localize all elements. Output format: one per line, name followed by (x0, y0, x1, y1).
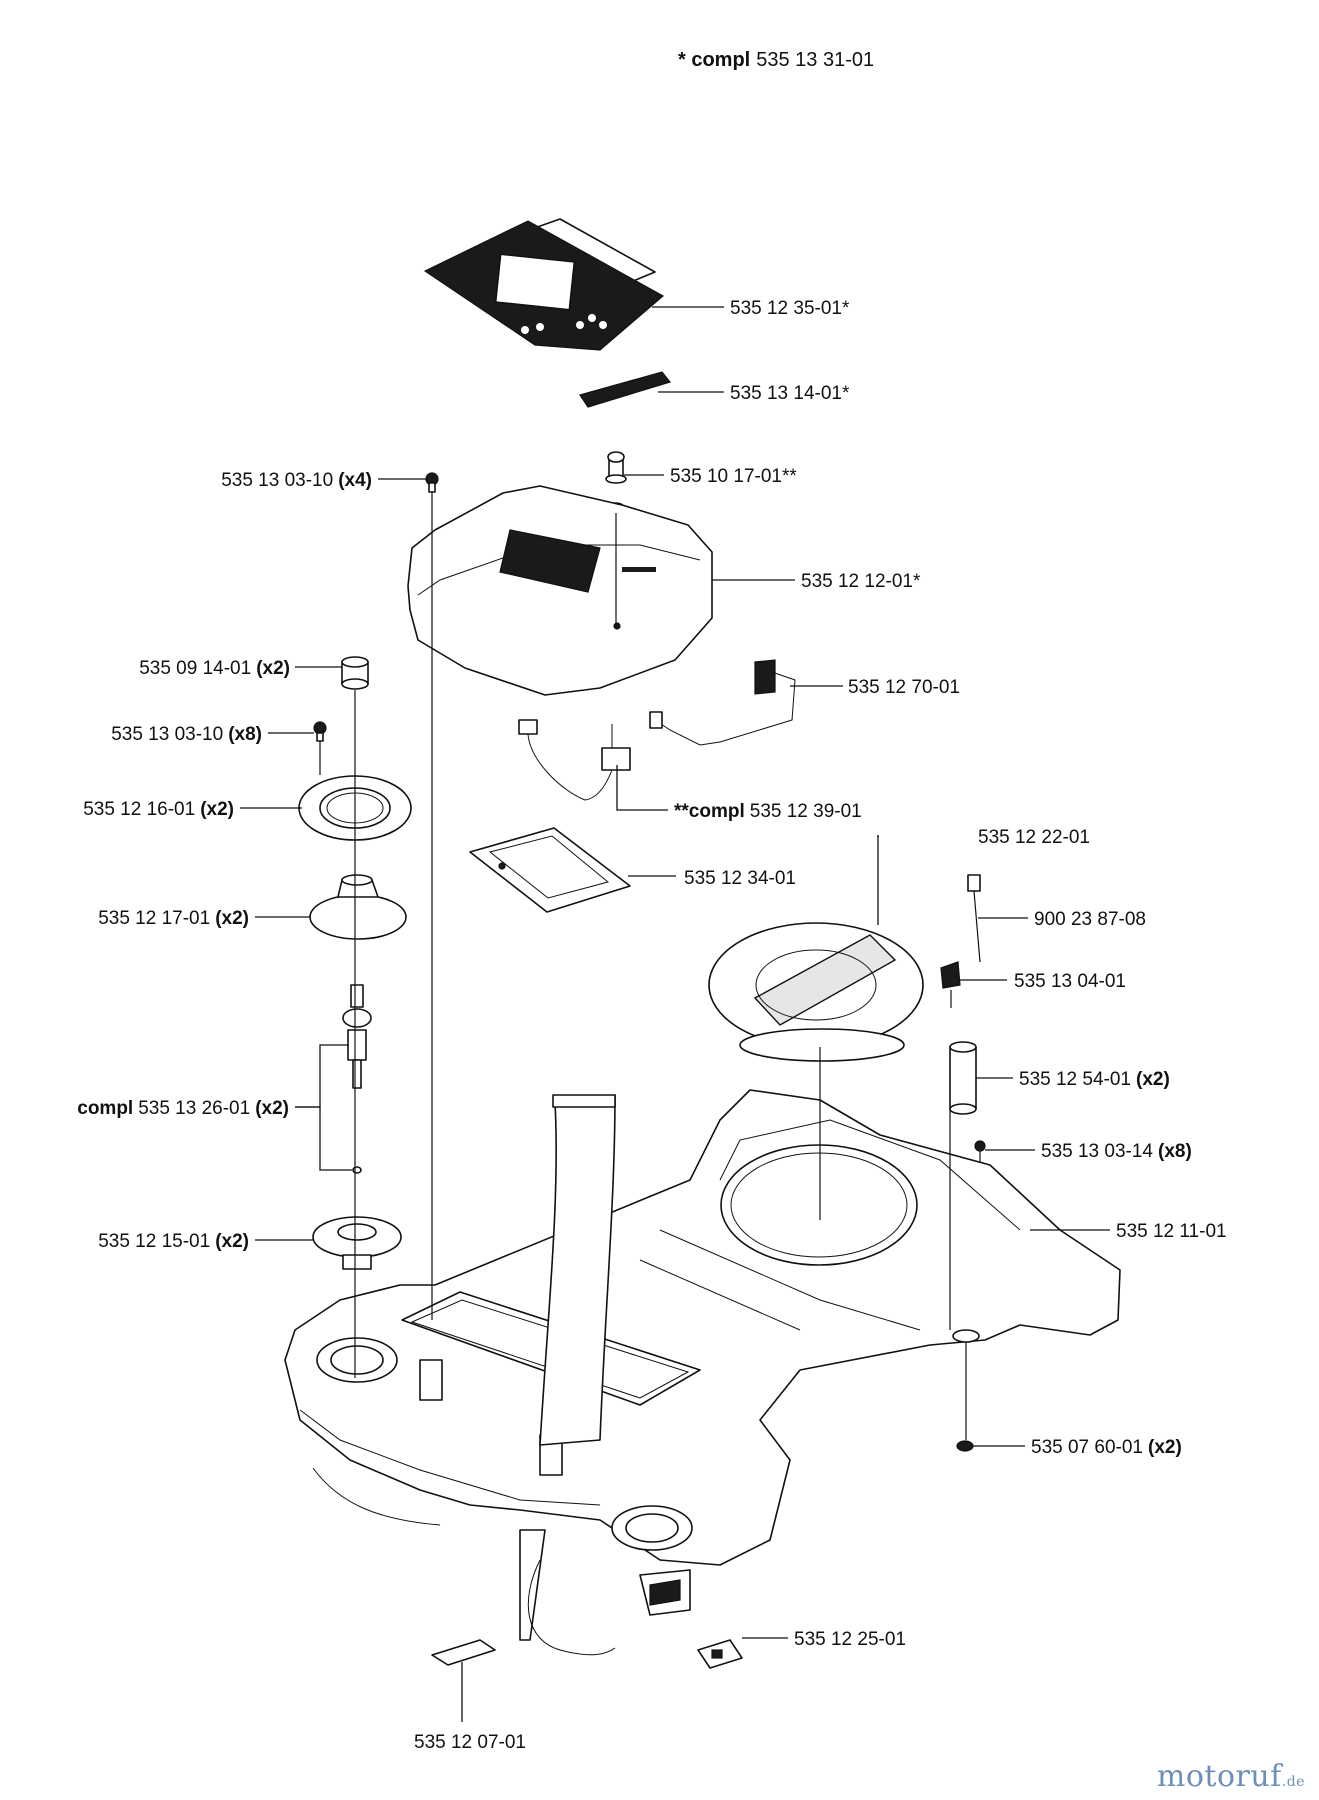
label-p3-number: 535 13 03-10 (221, 470, 333, 491)
label-p12: 535 12 34-01 (684, 868, 796, 889)
label-p8: 535 13 03-10(x8) (111, 724, 262, 745)
label-p9-qty: (x2) (200, 799, 234, 820)
watermark-suffix: .de (1281, 1774, 1305, 1790)
leader-lines (240, 306, 1110, 1722)
assembly-title: * compl 535 13 31-01 (678, 49, 874, 71)
label-p11: 535 12 22-01 (978, 827, 1090, 848)
watermark-logo: motoruf.de (1157, 1759, 1305, 1794)
part-spacer-tall (949, 1041, 977, 1115)
part-clip (940, 961, 961, 1008)
part-sensor-bracket (649, 659, 796, 746)
label-p17-number: 535 12 54-01 (1019, 1069, 1131, 1090)
label-p17-qty: (x2) (1136, 1069, 1170, 1090)
label-p10-number: 535 12 39-01 (750, 801, 862, 822)
label-p1: 535 12 35-01* (730, 298, 850, 319)
part-bushing (312, 1216, 402, 1270)
label-p15: 535 13 04-01 (1014, 971, 1126, 992)
part-small-sensor (697, 1639, 743, 1669)
part-wire-bottom (527, 1559, 616, 1656)
label-p5: 535 12 12-01* (801, 571, 921, 592)
label-p18-number: 535 13 03-14 (1041, 1141, 1153, 1162)
label-p22: 535 12 25-01 (794, 1629, 906, 1650)
label-p6-number: 535 09 14-01 (139, 658, 251, 679)
label-p8-number: 535 13 03-10 (111, 724, 223, 745)
label-p21-qty: (x2) (1148, 1437, 1182, 1458)
part-round-cover (708, 922, 924, 1062)
assembly-title-prefix: * compl (678, 49, 750, 71)
part-nut (956, 1440, 974, 1452)
label-p19-qty: (x2) (215, 1231, 249, 1252)
label-p13-number: 535 12 17-01 (98, 908, 210, 929)
label-p9-number: 535 12 16-01 (83, 799, 195, 820)
label-p3: 535 13 03-10(x4) (221, 470, 372, 491)
label-p21: 535 07 60-01(x2) (1031, 1437, 1182, 1458)
assembly-title-number: 535 13 31-01 (756, 49, 874, 71)
label-p14: 900 23 87-08 (1034, 909, 1146, 930)
part-frame-plate (469, 827, 631, 913)
part-screw-x8 (313, 721, 327, 742)
part-keypad-strip (579, 371, 672, 408)
label-p6-qty: (x2) (256, 658, 290, 679)
label-p8-qty: (x8) (228, 724, 262, 745)
label-p13: 535 12 17-01(x2) (98, 908, 249, 929)
label-p18-qty: (x8) (1158, 1141, 1192, 1162)
part-housing-cover (407, 485, 713, 696)
part-spacer-sleeve (341, 656, 369, 690)
part-cone-seal (309, 874, 407, 940)
label-p23: 535 12 07-01 (414, 1732, 526, 1753)
label-p19: 535 12 15-01(x2) (98, 1231, 249, 1252)
part-cable-harness (518, 719, 631, 801)
part-labels: 535 12 35-01* 535 13 14-01* 535 13 03-10… (77, 298, 1226, 1753)
label-p13-qty: (x2) (215, 908, 249, 929)
part-wire-left (312, 1467, 441, 1526)
label-p16-qty: (x2) (255, 1098, 289, 1119)
label-p10-prefix: **compl (674, 801, 745, 822)
label-p16-number: 535 13 26-01 (138, 1098, 250, 1119)
label-p2: 535 13 14-01* (730, 383, 850, 404)
label-p17: 535 12 54-01(x2) (1019, 1069, 1170, 1090)
label-p18: 535 13 03-14(x8) (1041, 1141, 1192, 1162)
label-p7: 535 12 70-01 (848, 677, 960, 698)
parts-drawing (284, 218, 1121, 1669)
part-screw-small (425, 472, 439, 493)
label-p21-number: 535 07 60-01 (1031, 1437, 1143, 1458)
label-p20: 535 12 11-01 (1116, 1221, 1227, 1242)
label-p16-prefix: compl (77, 1098, 133, 1119)
label-p6: 535 09 14-01(x2) (139, 658, 290, 679)
label-p19-number: 535 12 15-01 (98, 1231, 210, 1252)
part-main-body (284, 1089, 1121, 1616)
part-ribbon-cable (431, 1094, 616, 1666)
part-shaft-assembly (342, 984, 372, 1174)
label-p3-qty: (x4) (338, 470, 372, 491)
watermark-brand: motoruf (1156, 1759, 1282, 1794)
part-display-overlay (423, 218, 665, 351)
part-cable-tie (967, 874, 981, 963)
label-p4: 535 10 17-01** (670, 466, 797, 487)
label-p9: 535 12 16-01(x2) (83, 799, 234, 820)
